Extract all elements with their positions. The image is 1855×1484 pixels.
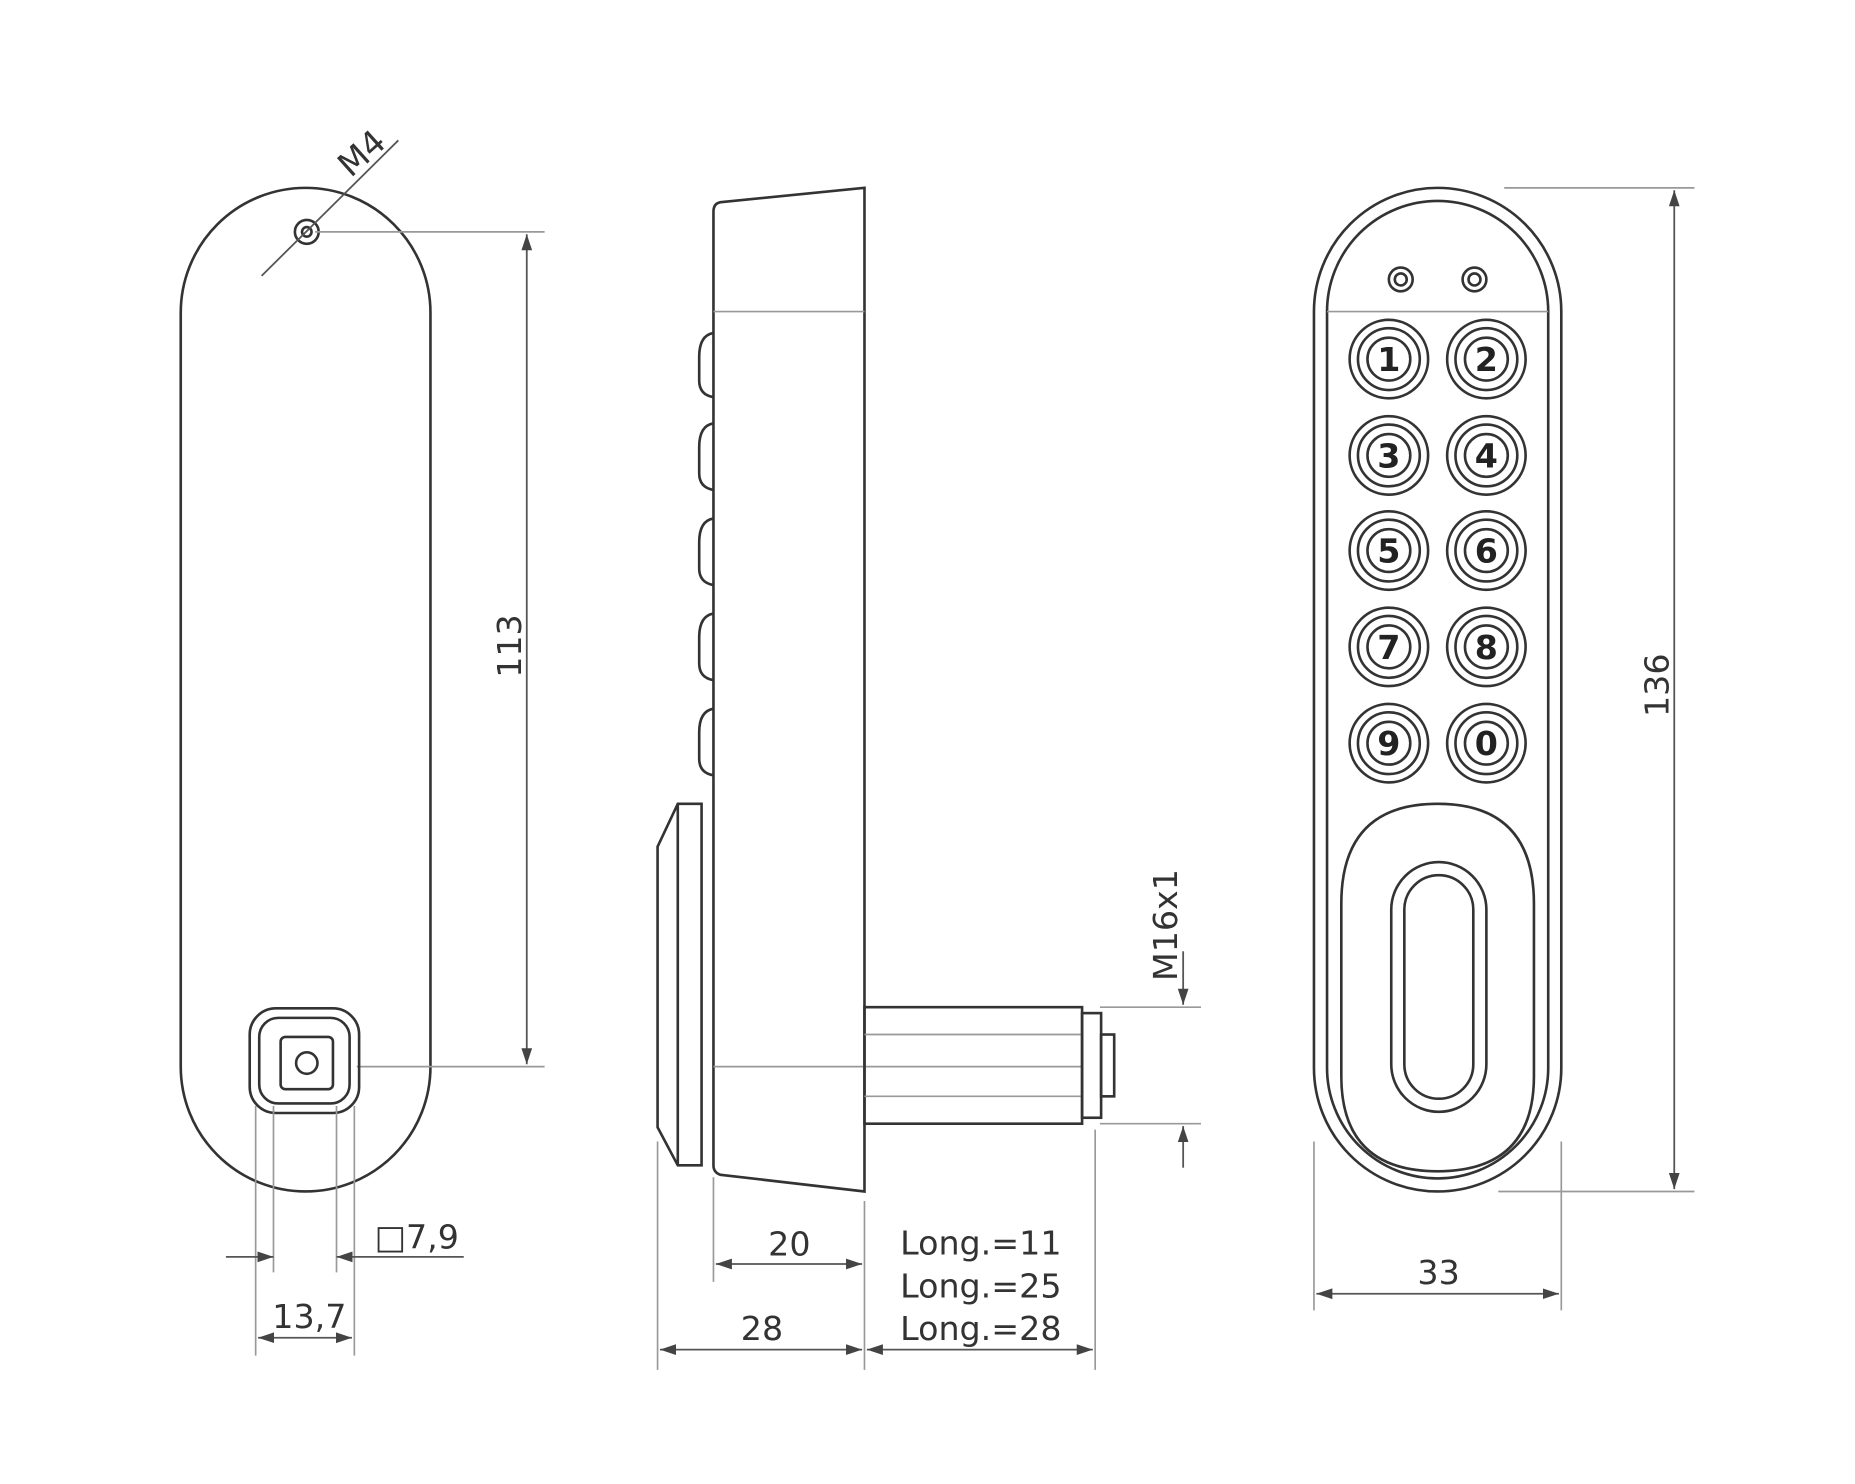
width-13-7-label: 13,7 [272,1297,346,1336]
svg-text:8: 8 [1475,628,1498,667]
side-view: M16x1 20 28 Long.=11 Long.=25 Long.=28 [656,186,1201,1370]
width-33-label: 33 [1417,1253,1459,1292]
svg-text:3: 3 [1377,436,1400,475]
dim-20-label: 20 [768,1225,810,1264]
key-2: 2 [1445,318,1527,400]
svg-text:1: 1 [1377,340,1400,379]
led-indicator [1387,266,1414,293]
svg-text:5: 5 [1377,531,1400,570]
svg-text:2: 2 [1475,340,1498,379]
svg-text:4: 4 [1475,436,1498,475]
length-option: Long.=28 [900,1309,1061,1348]
square-7-9-label: □7,9 [375,1218,459,1257]
height-136-label: 136 [1637,653,1676,717]
key-1: 1 [1348,318,1430,400]
rear-body-outline [179,186,432,1193]
side-body-outline [712,186,866,1193]
m16x1-label: M16x1 [1146,869,1185,981]
cam-square-drive [248,1007,361,1115]
m4-leader [260,139,399,277]
key-5: 5 [1348,510,1430,592]
rear-view: M4 113 □7,9 13,7 [179,122,545,1356]
handle-panel [1339,802,1536,1173]
svg-text:0: 0 [1475,724,1498,763]
key-8: 8 [1445,606,1527,688]
front-view: 1 2 3 4 5 6 7 8 9 0 136 33 [1312,186,1695,1311]
height-113-label: 113 [490,614,529,678]
svg-text:9: 9 [1377,724,1400,763]
key-0: 0 [1445,702,1527,784]
keypad: 1 2 3 4 5 6 7 8 9 0 [1348,318,1527,784]
back-plate [656,802,703,1167]
dim-28-label: 28 [741,1309,783,1348]
handle-slot [1389,860,1488,1114]
front-body-outline [1312,186,1563,1193]
svg-text:6: 6 [1475,531,1498,570]
key-3: 3 [1348,414,1430,496]
side-keypad-buttons [697,331,714,777]
key-4: 4 [1445,414,1527,496]
svg-text:7: 7 [1377,628,1400,667]
spindle [863,1005,1116,1126]
key-7: 7 [1348,606,1430,688]
key-9: 9 [1348,702,1430,784]
led-indicator [1461,266,1488,293]
length-option: Long.=25 [900,1266,1061,1305]
length-option: Long.=11 [900,1224,1061,1263]
m4-label: M4 [330,122,393,184]
key-6: 6 [1445,510,1527,592]
